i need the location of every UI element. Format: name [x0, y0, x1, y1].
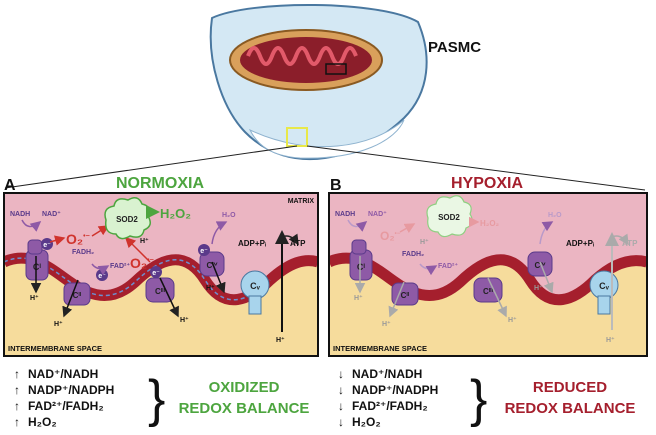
- complex-i-b: Cᴵ: [349, 239, 373, 281]
- adp-a: ADP+Pᵢ: [238, 239, 266, 248]
- summary-a-line-2: ↑NADP⁺/NADPH: [14, 383, 114, 397]
- complex-iii-a: Cᴵᴵᴵ: [145, 277, 175, 303]
- svg-text:Cᴵᴵ: Cᴵᴵ: [401, 291, 410, 300]
- ims-label-a: INTERMEMBRANE SPACE: [8, 344, 102, 353]
- h2o-b: H₂O: [548, 212, 562, 219]
- svg-text:Cᴵⱽ: Cᴵⱽ: [534, 261, 545, 270]
- electron-a1: e⁻: [41, 238, 53, 250]
- svg-text:SOD2: SOD2: [438, 213, 460, 222]
- summary-b-line-3: ↓FAD²⁺/FADH₂: [338, 399, 428, 413]
- fadh2-b: FADH₂: [402, 251, 424, 258]
- h2o2-b: H₂O₂: [480, 219, 500, 228]
- svg-text:SOD2: SOD2: [116, 215, 138, 224]
- atp-b: ATP: [622, 239, 638, 248]
- brace-b: }: [470, 370, 487, 428]
- summary-b-line-1: ↓NAD⁺/NADH: [338, 367, 422, 381]
- summary-a-line-4: ↑H₂O₂: [14, 415, 57, 429]
- hplus-a5: H⁺: [206, 284, 215, 292]
- ims-region: [4, 258, 318, 356]
- sod2-b: SOD2: [426, 195, 473, 238]
- svg-text:Cᴵ: Cᴵ: [357, 262, 365, 272]
- svg-text:Cᴵ: Cᴵ: [33, 262, 41, 272]
- panel-a-frame: [3, 192, 319, 357]
- balance-b-line2: REDOX BALANCE: [505, 400, 636, 417]
- complex-ii-a: Cᴵᴵ: [63, 282, 91, 306]
- hplus-a4: H⁺: [180, 316, 189, 324]
- adp-b: ADP+Pᵢ: [566, 239, 594, 248]
- nadh-b: NADH: [335, 211, 355, 218]
- svg-text:Cᴵᴵᴵ: Cᴵᴵᴵ: [155, 287, 166, 296]
- electron-a3: e⁻: [150, 266, 162, 278]
- panel-a-title: NORMOXIA: [116, 175, 204, 192]
- nadh-a: NADH: [10, 211, 30, 218]
- summary-a-line-1: ↑NAD⁺/NADH: [14, 367, 98, 381]
- nad-a: NAD⁺: [42, 210, 61, 218]
- matrix-label: MATRIX: [288, 198, 315, 205]
- summary-b-line-2: ↓NADP⁺/NADPH: [338, 383, 438, 397]
- svg-text:e⁻: e⁻: [43, 242, 51, 249]
- hplus-a3: H⁺: [54, 320, 63, 328]
- svg-text:e⁻: e⁻: [98, 273, 106, 280]
- svg-text:Cᵥ: Cᵥ: [250, 281, 260, 291]
- mitochondrion: [229, 29, 383, 91]
- svg-text:Cᴵⱽ: Cᴵⱽ: [206, 261, 217, 270]
- ims-label-b: INTERMEMBRANE SPACE: [333, 344, 427, 353]
- atp-a: ATP: [290, 239, 306, 248]
- hplus-b1: H⁺: [420, 238, 429, 246]
- balance-a-line2: REDOX BALANCE: [179, 400, 310, 417]
- summary-b-line-4: ↓H₂O₂: [338, 415, 381, 429]
- inner-membrane: [4, 252, 318, 306]
- panel-b-letter: B: [330, 177, 342, 194]
- hplus-b3: H⁺: [382, 320, 391, 328]
- balance-a-line1: OXIDIZED: [209, 379, 280, 396]
- svg-text:e⁻: e⁻: [152, 270, 160, 277]
- h2o2-a: H₂O₂: [160, 206, 191, 221]
- panel-a: A NORMOXIA MATRIX INTERMEMBRANE SPACE Cᴵ…: [3, 175, 319, 357]
- inset-box: [325, 63, 347, 75]
- brace-a: }: [148, 370, 165, 428]
- fad-b: FAD²⁺: [438, 262, 458, 270]
- svg-text:e⁻: e⁻: [200, 248, 208, 255]
- balance-b-line1: REDUCED: [533, 379, 607, 396]
- hplus-b2: H⁺: [354, 294, 363, 302]
- svg-text:Cᴵᴵ: Cᴵᴵ: [73, 291, 82, 300]
- fadh2-a: FADH₂: [72, 249, 94, 256]
- summary-a: ↑NAD⁺/NADH ↑NADP⁺/NADPH ↑FAD²⁺/FADH₂ ↑H₂…: [14, 367, 309, 429]
- hplus-b4: H⁺: [508, 316, 517, 324]
- summary-b: ↓NAD⁺/NADH ↓NADP⁺/NADPH ↓FAD²⁺/FADH₂ ↓H₂…: [338, 367, 635, 429]
- complex-i-a: Cᴵ: [25, 239, 49, 281]
- hplus-a-atp: H⁺: [276, 336, 285, 344]
- hplus-a1: H⁺: [140, 237, 149, 245]
- atp-synthase-a: Cᵥ: [240, 270, 270, 315]
- hplus-a2: H⁺: [30, 294, 39, 302]
- h2o-a: H₂O: [222, 212, 236, 219]
- o2-radical-b: O₂•−: [380, 229, 401, 243]
- complex-ii-b: Cᴵᴵ: [391, 282, 419, 306]
- panel-b: B HYPOXIA INTERMEMBRANE SPACE Cᴵ Cᴵᴵ Cᴵᴵ…: [328, 175, 648, 357]
- o2-radical-a2: O₂•−: [130, 255, 154, 271]
- o2-radical-a1: O₂•−: [66, 231, 90, 247]
- fad-a: FAD²⁺: [110, 262, 130, 270]
- nad-b: NAD⁺: [368, 210, 387, 218]
- electron-a4: e⁻: [198, 244, 210, 256]
- electron-a2: e⁻: [96, 269, 108, 281]
- hplus-b5: H⁺: [534, 284, 543, 292]
- panel-a-letter: A: [4, 177, 16, 194]
- cell-label: PASMC: [428, 39, 481, 56]
- summary-a-line-3: ↑FAD²⁺/FADH₂: [14, 399, 104, 413]
- svg-text:Cᵥ: Cᵥ: [599, 281, 609, 291]
- hplus-b-atp: H⁺: [606, 336, 615, 344]
- svg-text:Cᴵᴵᴵ: Cᴵᴵᴵ: [483, 287, 494, 296]
- panel-b-title: HYPOXIA: [451, 175, 523, 192]
- panel-b-frame: [328, 192, 648, 357]
